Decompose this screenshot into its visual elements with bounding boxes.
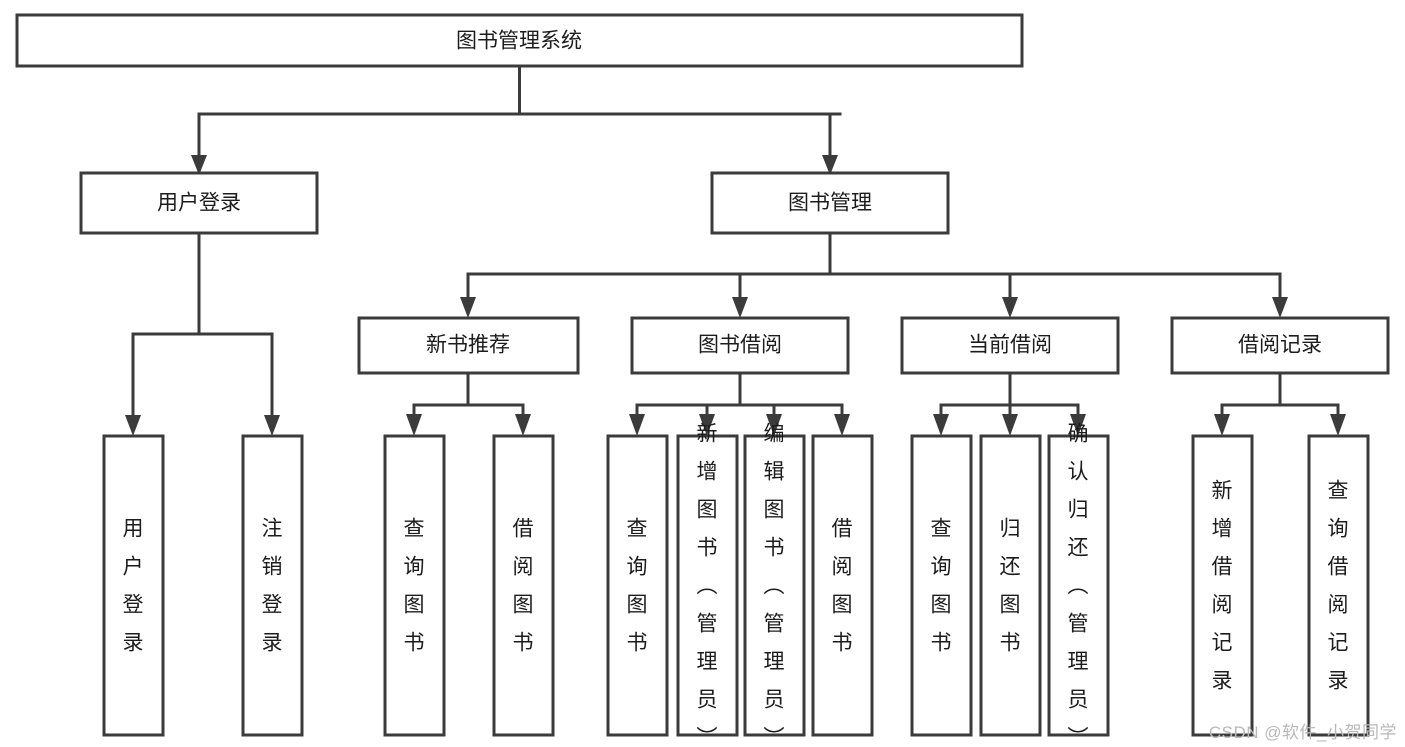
leaf-new-book-1[interactable] xyxy=(383,434,446,737)
leaf-user-login-2-box[interactable] xyxy=(241,434,304,737)
leaf-borrow-record-1-box[interactable] xyxy=(1191,434,1254,737)
node-root-box[interactable] xyxy=(15,13,1024,68)
connector-layer xyxy=(125,64,1346,436)
arrow-book-mgmt-to-record-icon xyxy=(1272,297,1288,318)
leaf-book-borrow-2-box[interactable] xyxy=(676,434,739,737)
leaf-current-borrow-2[interactable] xyxy=(979,434,1042,737)
node-book-management[interactable]: 图书管理 xyxy=(710,171,950,235)
arrow-user-login-leaf-1-icon xyxy=(125,415,141,436)
leaf-book-borrow-4[interactable] xyxy=(811,434,874,737)
node-current-borrow[interactable]: 当前借阅 xyxy=(900,316,1120,375)
arrow-current-borrow-leaf-2-icon xyxy=(1002,414,1018,436)
node-book-borrow-label: 图书借阅 xyxy=(698,334,782,357)
arrow-book-mgmt-to-borrow-icon xyxy=(732,297,748,318)
arrow-book-mgmt-to-new-book-icon xyxy=(460,297,476,318)
arrow-book-borrow-leaf-4-icon xyxy=(834,414,850,436)
arrow-book-borrow-leaf-1-icon xyxy=(629,414,645,436)
leaf-new-book-1-label: 查询图书 xyxy=(404,517,426,654)
leaf-current-borrow-3[interactable] xyxy=(1047,434,1110,737)
leaf-book-borrow-4-label: 借阅图书 xyxy=(832,517,854,654)
leaf-book-borrow-2[interactable] xyxy=(676,434,739,737)
node-user-login-label: 用户登录 xyxy=(157,192,241,215)
leaf-current-borrow-1[interactable] xyxy=(910,434,973,737)
node-current-borrow-box[interactable] xyxy=(900,316,1120,375)
leaf-user-login-1[interactable] xyxy=(102,434,165,737)
arrow-root-to-user-login-icon xyxy=(191,155,207,175)
leaf-borrow-record-2[interactable] xyxy=(1307,434,1370,737)
node-new-book-recommend-box[interactable] xyxy=(357,316,580,375)
arrow-book-mgmt-to-current-icon xyxy=(1002,297,1018,318)
leaf-current-borrow-1-box[interactable] xyxy=(910,434,973,737)
leaf-book-borrow-3-box[interactable] xyxy=(743,434,806,737)
leaf-new-book-2-box[interactable] xyxy=(492,434,555,737)
arrow-book-borrow-leaf-3-icon xyxy=(766,414,782,436)
node-new-book-recommend-label: 新书推荐 xyxy=(426,334,510,357)
arrow-root-to-book-mgmt-icon xyxy=(822,155,838,175)
node-borrow-record[interactable]: 借阅记录 xyxy=(1170,316,1390,375)
leaf-borrow-record-1-label: 新增借阅记录 xyxy=(1212,479,1234,692)
arrow-user-login-leaf-2-icon xyxy=(264,415,280,436)
leaf-user-login-2[interactable] xyxy=(241,434,304,737)
leaf-book-borrow-1[interactable] xyxy=(606,434,669,737)
node-book-borrow[interactable]: 图书借阅 xyxy=(630,316,850,375)
leaf-current-borrow-2-label: 归还图书 xyxy=(1000,517,1022,654)
node-user-login-box[interactable] xyxy=(79,171,319,235)
leaf-current-borrow-1-label: 查询图书 xyxy=(931,517,953,654)
arrow-current-borrow-leaf-3-icon xyxy=(1070,414,1086,436)
arrow-new-book-leaf-1-icon xyxy=(406,414,422,436)
leaf-book-borrow-1-box[interactable] xyxy=(606,434,669,737)
arrow-book-borrow-leaf-2-icon xyxy=(699,414,715,436)
arrow-new-book-leaf-2-icon xyxy=(515,414,531,436)
leaf-user-login-1-box[interactable] xyxy=(102,434,165,737)
leaf-book-borrow-3-label: 编辑图书︵管理员︶ xyxy=(764,422,786,747)
node-user-login[interactable]: 用户登录 xyxy=(79,171,319,235)
leaf-new-book-2[interactable] xyxy=(492,434,555,737)
leaf-current-borrow-3-box[interactable] xyxy=(1047,434,1110,737)
leaf-book-borrow-2-label: 新增图书︵管理员︶ xyxy=(697,422,719,747)
node-book-borrow-box[interactable] xyxy=(630,316,850,375)
leaf-borrow-record-2-label: 查询借阅记录 xyxy=(1328,479,1350,692)
leaf-borrow-record-1[interactable] xyxy=(1191,434,1254,737)
leaf-borrow-record-2-box[interactable] xyxy=(1307,434,1370,737)
node-book-management-label: 图书管理 xyxy=(788,192,872,215)
leaf-book-borrow-4-box[interactable] xyxy=(811,434,874,737)
arrow-borrow-record-leaf-2-icon xyxy=(1330,414,1346,436)
leaf-user-login-2-label: 注销登录 xyxy=(262,517,284,654)
leaf-user-login-1-label: 用户登录 xyxy=(123,517,145,654)
node-book-management-box[interactable] xyxy=(710,171,950,235)
leaf-new-book-1-box[interactable] xyxy=(383,434,446,737)
node-current-borrow-label: 当前借阅 xyxy=(968,334,1052,357)
leaf-book-borrow-3[interactable] xyxy=(743,434,806,737)
node-borrow-record-box[interactable] xyxy=(1170,316,1390,375)
arrow-current-borrow-leaf-1-icon xyxy=(933,414,949,436)
node-root-label: 图书管理系统 xyxy=(456,30,582,53)
leaf-label-layer: 用户登录 注销登录 查询图书 借阅图书 查询图书 新增图书︵管理员︶ 编辑图书︵管理员︶ 借阅… xyxy=(123,422,1350,747)
node-borrow-record-label: 借阅记录 xyxy=(1238,334,1322,357)
leaf-book-borrow-1-label: 查询图书 xyxy=(627,517,649,654)
node-new-book-recommend[interactable]: 新书推荐 xyxy=(357,316,580,375)
leaf-current-borrow-3-label: 确认归还︵管理员︶ xyxy=(1068,422,1090,747)
node-root[interactable]: 图书管理系统 xyxy=(15,13,1024,68)
leaf-new-book-2-label: 借阅图书 xyxy=(513,517,535,654)
arrow-borrow-record-leaf-1-icon xyxy=(1214,414,1230,436)
leaf-current-borrow-2-box[interactable] xyxy=(979,434,1042,737)
